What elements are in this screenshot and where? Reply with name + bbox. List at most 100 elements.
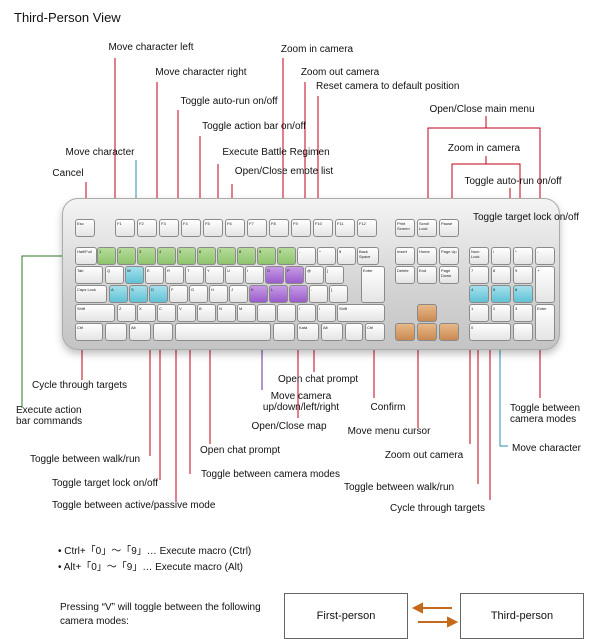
- key-henkan: [273, 323, 295, 341]
- key-z-6: N: [217, 304, 236, 322]
- label-walk-run-left: Toggle between walk/run: [30, 454, 141, 465]
- label-walk-run-right: Toggle between walk/run: [344, 482, 455, 493]
- key-z-11: \: [317, 304, 336, 322]
- label-move-camera: Move camera up/down/left/right: [262, 391, 340, 413]
- key-z-9: .: [277, 304, 296, 322]
- label-zoom-in-camera-right: Zoom in camera: [447, 143, 521, 154]
- key-tab: Tab: [75, 266, 103, 284]
- key-f7: F7: [247, 219, 267, 237]
- key-np-5: 5: [491, 285, 511, 303]
- key-sys-0: Print Screen: [395, 219, 415, 237]
- key-q-4: R: [165, 266, 184, 284]
- key-a-10: ;: [289, 285, 308, 303]
- key-q-9: O: [265, 266, 284, 284]
- key-np-enter: Enter: [535, 304, 555, 341]
- key-space: [175, 323, 271, 341]
- key-nav-1: Home: [417, 247, 437, 265]
- mode-third-person: Third-person: [460, 593, 584, 639]
- key-f1: F1: [115, 219, 135, 237]
- key-num-9: 9: [257, 247, 276, 265]
- key-arrow-down: [417, 323, 437, 341]
- key-backspace: Back Space: [357, 247, 379, 265]
- macro-alt: • Alt+「0」～「9」… Execute macro (Alt): [58, 562, 243, 573]
- label-move-character-right: Move character right: [155, 67, 247, 78]
- label-move-menu-cursor: Move menu cursor: [347, 426, 431, 437]
- key-z-1: Z: [117, 304, 136, 322]
- label-main-menu: Open/Close main menu: [429, 104, 535, 115]
- key-alt-left: Alt: [129, 323, 151, 341]
- key-esc: Esc: [75, 219, 95, 237]
- macro-list: • Ctrl+「0」～「9」… Execute macro (Ctrl) • A…: [58, 544, 251, 576]
- label-confirm: Confirm: [370, 402, 406, 413]
- key-nav-5: Page Down: [439, 266, 459, 284]
- key-a-4: F: [169, 285, 188, 303]
- key-z-4: V: [177, 304, 196, 322]
- key-a-11: :: [309, 285, 328, 303]
- key-f11: F11: [335, 219, 355, 237]
- label-cycle-targets-right: Cycle through targets: [390, 503, 486, 514]
- key-a-8: K: [249, 285, 268, 303]
- key-kata: Kata: [297, 323, 319, 341]
- key-ctrl-left: Ctrl: [75, 323, 103, 341]
- macro-ctrl: • Ctrl+「0」～「9」… Execute macro (Ctrl): [58, 546, 252, 557]
- key-sys-1: Scroll Lock: [417, 219, 437, 237]
- label-emote-list: Open/Close emote list: [234, 166, 334, 177]
- label-open-close-map: Open/Close map: [251, 421, 327, 432]
- label-open-chat-right: Open chat prompt: [278, 374, 359, 385]
- key-alt-right: Alt: [321, 323, 343, 341]
- key-z-7: M: [237, 304, 256, 322]
- label-reset-camera: Reset camera to default position: [316, 81, 460, 92]
- key-q-6: Y: [205, 266, 224, 284]
- label-cycle-targets-left: Cycle through targets: [32, 380, 128, 391]
- key-nav-3: Delete: [395, 266, 415, 284]
- label-camera-modes-right: Toggle between camera modes: [510, 403, 581, 425]
- key-num-5: 5: [177, 247, 196, 265]
- camera-mode-note: Pressing “V” will toggle between the fol…: [60, 602, 261, 627]
- key-np-dot: .: [513, 323, 533, 341]
- key-a-2: S: [129, 285, 148, 303]
- key-nav-4: End: [417, 266, 437, 284]
- key-q-12: [: [325, 266, 344, 284]
- key-f5: F5: [203, 219, 223, 237]
- label-zoom-out-bottom: Zoom out camera: [384, 450, 464, 461]
- key-caps: Caps Lock: [75, 285, 107, 303]
- label-zoom-in-camera: Zoom in camera: [280, 44, 354, 55]
- key-f12: F12: [357, 219, 377, 237]
- key-menu: [345, 323, 363, 341]
- page-title: Third-Person View: [14, 10, 121, 25]
- label-active-passive: Toggle between active/passive mode: [52, 500, 216, 511]
- key-q-3: E: [145, 266, 164, 284]
- key-q-11: @: [305, 266, 324, 284]
- key-q-2: W: [125, 266, 144, 284]
- label-auto-run-right: Toggle auto-run on/off: [464, 176, 562, 187]
- key-q-1: Q: [105, 266, 124, 284]
- key-f3: F3: [159, 219, 179, 237]
- key-np-9: 9: [513, 266, 533, 284]
- key-np-mul: *: [513, 247, 533, 265]
- key-num-6: 6: [197, 247, 216, 265]
- key-num-2: 2: [117, 247, 136, 265]
- key-nav-2: Page Up: [439, 247, 459, 265]
- key-a-1: A: [109, 285, 128, 303]
- key-a-9: L: [269, 285, 288, 303]
- label-camera-modes-mid: Toggle between camera modes: [201, 469, 340, 480]
- label-open-chat-mid: Open chat prompt: [200, 445, 281, 456]
- key-z-10: /: [297, 304, 316, 322]
- key-win: [105, 323, 127, 341]
- key-nav-0: Insert: [395, 247, 415, 265]
- label-cancel: Cancel: [52, 168, 84, 179]
- key-q-5: T: [185, 266, 204, 284]
- label-action-bar-commands: Execute action bar commands: [16, 405, 83, 427]
- key-sys-2: Pause: [439, 219, 459, 237]
- key-arrow-left: [395, 323, 415, 341]
- key-num-0: Half/Full: [75, 247, 97, 265]
- key-shift-left: Shift: [75, 304, 115, 322]
- key-np-minus: -: [535, 247, 555, 265]
- key-z-2: X: [137, 304, 156, 322]
- label-target-lock-left: Toggle target lock on/off: [52, 478, 158, 489]
- key-f10: F10: [313, 219, 333, 237]
- key-num-11: -: [297, 247, 316, 265]
- label-move-character: Move character: [65, 147, 135, 158]
- key-arrow-up: [417, 304, 437, 322]
